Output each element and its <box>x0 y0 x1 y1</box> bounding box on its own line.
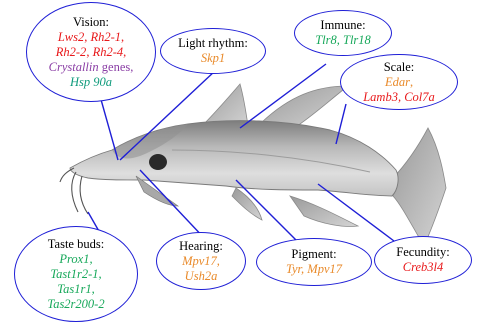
fecundity-title: Fecundity: <box>396 245 449 260</box>
scale-title: Scale: <box>384 60 415 75</box>
gene-lws2: Lws2 <box>58 30 84 44</box>
scale-line-1: Edar, <box>385 75 413 90</box>
pigment-callout: Pigment: Tyr, Mpv17 <box>256 238 372 286</box>
gene-rh2-2: Rh2-2 <box>56 45 87 59</box>
hearing-callout: Hearing: Mpv17, Ush2a <box>156 232 246 290</box>
gene-tyr-mpv17: Tyr, Mpv17 <box>286 262 342 277</box>
separator: , <box>123 45 126 59</box>
gene-lamb3-col7a: Lamb3, Col7a <box>363 90 435 105</box>
gene-tast1r2-1: Tast1r2-1, <box>50 267 101 282</box>
separator: , <box>121 30 124 44</box>
gene-tas1r1: Tas1r1, <box>57 282 94 297</box>
immune-title: Immune: <box>320 18 365 33</box>
vision-line-1: Lws2, Rh2-1, <box>58 30 124 45</box>
taste-buds-title: Taste buds: <box>48 237 104 252</box>
pelvic-fin <box>232 188 262 220</box>
gene-mpv17: Mpv17, <box>182 254 220 269</box>
gene-hsp90a: Hsp 90a <box>70 75 112 90</box>
edar-suffix: , <box>410 75 413 89</box>
gene-rh2-4: Rh2-4 <box>93 45 124 59</box>
gene-crystallin: Crystallin <box>49 60 99 74</box>
crystallin-suffix: genes, <box>99 60 134 74</box>
vision-line-2: Rh2-2, Rh2-4, <box>56 45 127 60</box>
gene-creb3l4: Creb3l4 <box>403 260 444 275</box>
gene-edar: Edar <box>385 75 410 89</box>
light-rhythm-callout: Light rhythm: Skp1 <box>160 28 266 74</box>
gene-tas2r200-2: Tas2r200-2 <box>47 297 104 312</box>
vision-leader <box>100 96 118 160</box>
scale-callout: Scale: Edar, Lamb3, Col7a <box>340 54 458 110</box>
vision-title: Vision: <box>73 15 109 30</box>
vision-line-3: Crystallin genes, <box>49 60 134 75</box>
gene-prox1: Prox1, <box>59 252 92 267</box>
fish-body <box>70 121 398 196</box>
immune-callout: Immune: Tlr8, Tlr18 <box>294 10 392 56</box>
fecundity-callout: Fecundity: Creb3l4 <box>374 236 472 284</box>
caudal-fin <box>393 128 446 246</box>
anal-fin <box>290 196 358 227</box>
gene-skp1: Skp1 <box>201 51 225 66</box>
gene-rh2-1: Rh2-1 <box>90 30 121 44</box>
light-rhythm-title: Light rhythm: <box>178 36 248 51</box>
hearing-title: Hearing: <box>179 239 223 254</box>
eye <box>149 154 167 170</box>
taste-buds-callout: Taste buds: Prox1, Tast1r2-1, Tas1r1, Ta… <box>14 226 138 322</box>
gene-ush2a: Ush2a <box>185 269 218 284</box>
vision-callout: Vision: Lws2, Rh2-1, Rh2-2, Rh2-4, Cryst… <box>26 2 156 102</box>
pigment-title: Pigment: <box>291 247 336 262</box>
gene-tlr8-tlr18: Tlr8, Tlr18 <box>315 33 371 48</box>
